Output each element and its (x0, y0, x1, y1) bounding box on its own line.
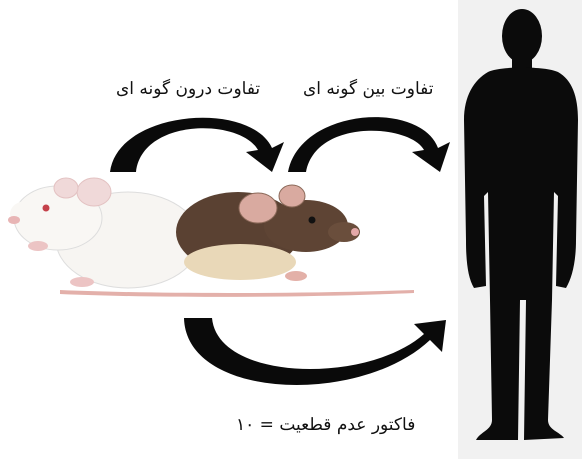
inter-species-label: تفاوت بین گونه ای (303, 79, 434, 99)
uncertainty-factor-arrow (184, 318, 446, 385)
white-mouse-icon (8, 178, 200, 288)
inter-species-arrow (288, 117, 450, 172)
intra-species-label: تفاوت درون گونه ای (116, 79, 260, 99)
intra-species-arrow (110, 118, 284, 172)
uncertainty-factor-label: فاکتور عدم قطعیت = ۱۰ (236, 415, 415, 435)
human-silhouette-icon (464, 9, 578, 440)
